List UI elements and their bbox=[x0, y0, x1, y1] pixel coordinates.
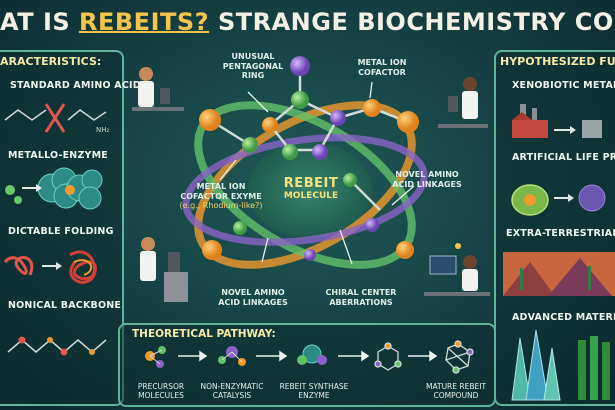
mature-compound-icon bbox=[445, 340, 474, 374]
scientist-icon bbox=[132, 67, 184, 111]
hexagon-compound-icon bbox=[374, 342, 402, 371]
left-item-3: DICTABLE FOLDING bbox=[8, 226, 114, 237]
left-item-2: METALLO-ENZYME bbox=[8, 150, 108, 161]
alien-landscape-icon bbox=[503, 252, 615, 296]
title-post: STRANGE BIOCHEMISTRY CONCEPT EXPLA bbox=[217, 8, 615, 36]
right-item-2: ARTIFICIAL LIFE PREC bbox=[512, 152, 615, 163]
scientist-icon bbox=[438, 77, 488, 128]
catalysis-icon bbox=[218, 346, 246, 366]
svg-text:NH₂: NH₂ bbox=[96, 126, 110, 134]
left-item-1: STANDARD AMINO ACIDS bbox=[10, 80, 148, 91]
characteristics-heading: ARACTERISTICS: bbox=[0, 55, 102, 68]
title-highlight: REBEITS? bbox=[79, 8, 210, 36]
scientist-icon bbox=[140, 237, 188, 302]
functions-heading: HYPOTHESIZED FUN bbox=[500, 55, 615, 68]
right-item-4: ADVANCED MATERIALS S bbox=[512, 312, 615, 323]
precursor-molecules-icon bbox=[145, 346, 166, 368]
synthase-enzyme-icon bbox=[297, 344, 327, 365]
crystals-icon bbox=[511, 329, 610, 401]
pathway-heading: THEORETICAL PATHWAY: bbox=[132, 328, 276, 340]
scientist-icon bbox=[424, 243, 490, 296]
factory-icon bbox=[512, 104, 602, 138]
right-item-1: XENOBIOTIC METABO bbox=[512, 80, 615, 91]
pathway-panel bbox=[118, 323, 496, 407]
title-pre: AT IS bbox=[0, 8, 80, 36]
molecule-label: REBEIT MOLECULE bbox=[283, 176, 339, 201]
left-item-4: NONICAL BACKBONE bbox=[8, 300, 122, 311]
page-title: AT IS REBEITS? STRANGE BIOCHEMISTRY CONC… bbox=[0, 2, 615, 42]
right-item-3: EXTRA-TERRESTRIAL BIOC bbox=[506, 228, 615, 239]
cell-icon bbox=[511, 184, 606, 216]
